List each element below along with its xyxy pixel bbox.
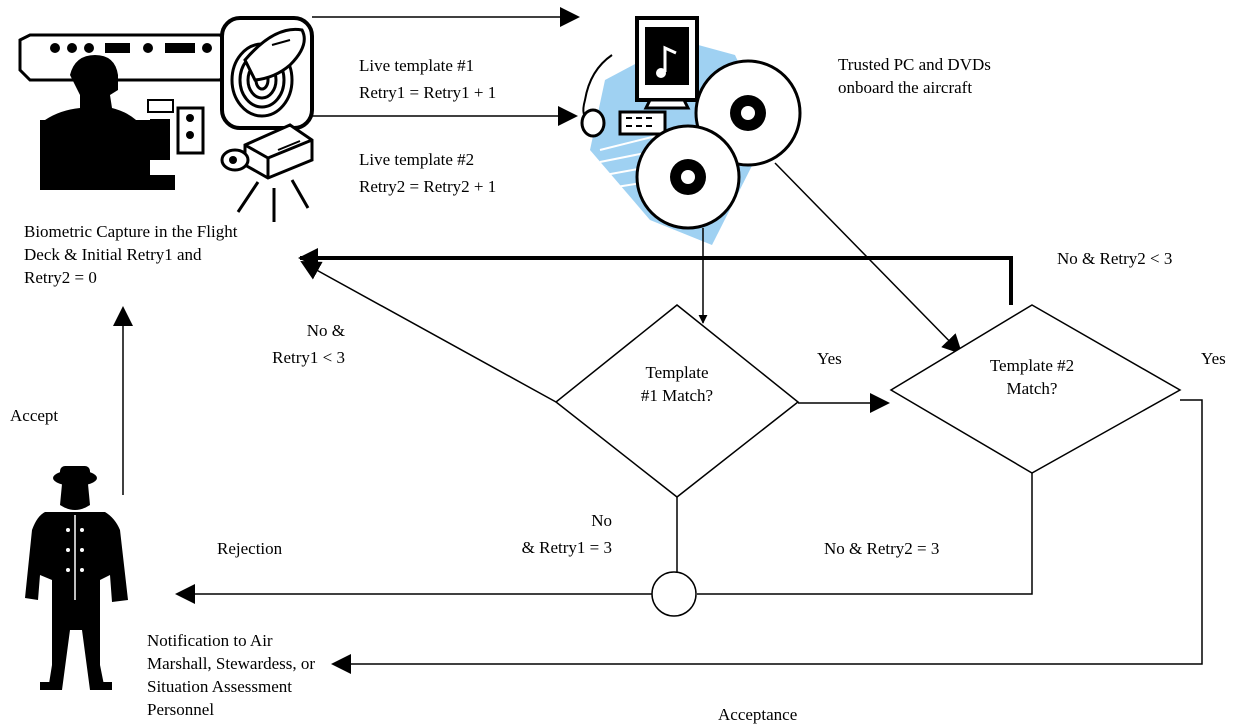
camera-icon: [220, 123, 314, 222]
no-retry1-lt3-label: No & Retry1 < 3: [272, 321, 345, 367]
live-template2-label: Live template #2 Retry2 = Retry2 + 1: [359, 150, 497, 196]
trusted-pc-label: Trusted PC and DVDs onboard the aircraft: [838, 55, 991, 97]
yes-template2-label: Yes: [1201, 349, 1226, 368]
template2-label: Template #2 Match?: [989, 356, 1075, 398]
fingerprint-scanner-icon: [220, 16, 314, 130]
no-retry2-lt3-label: No & Retry2 < 3: [1057, 249, 1173, 268]
template1-label: Template #1 Match?: [640, 363, 714, 405]
computer-dvd-icon: [580, 16, 802, 245]
officer-icon: [25, 466, 128, 690]
acceptance-label: Acceptance: [718, 705, 798, 724]
pilot-cockpit-icon: [18, 33, 232, 190]
capture-label: Biometric Capture in the Flight Deck & I…: [24, 222, 238, 287]
notification-label: Notification to Air Marshall, Stewardess…: [147, 631, 316, 719]
live-template1-label: Live template #1 Retry1 = Retry1 + 1: [359, 56, 497, 102]
no-retry2-eq3-label: No & Retry2 = 3: [824, 539, 940, 558]
accept-label: Accept: [10, 406, 59, 425]
arrow-retry2-loop: [298, 248, 1013, 305]
arrow-acceptance: [331, 399, 1203, 674]
rejection-label: Rejection: [217, 539, 283, 558]
yes-template1-label: Yes: [817, 349, 842, 368]
junction-circle: [651, 571, 697, 617]
arrow-retry1-loop: [300, 261, 557, 403]
no-retry1-eq3-label: No & Retry1 = 3: [521, 511, 612, 557]
